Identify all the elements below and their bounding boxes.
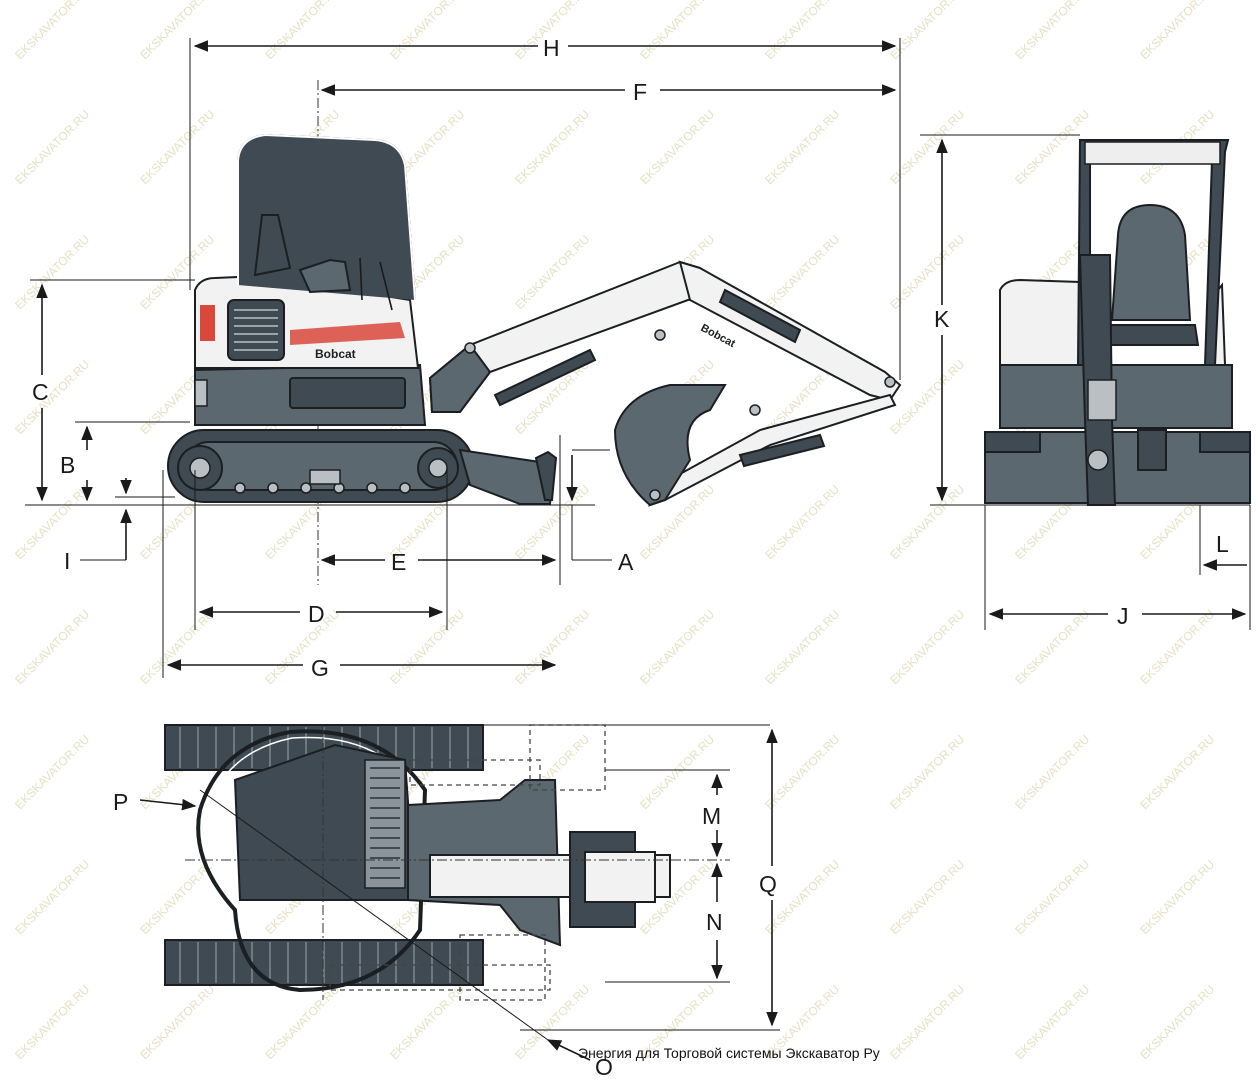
watermark-text: EKSKAVATOR.RU — [12, 0, 92, 62]
front-view: K L J — [920, 134, 1251, 630]
watermark-text: EKSKAVATOR.RU — [1137, 982, 1217, 1062]
label-q: Q — [759, 871, 777, 897]
watermark-text: EKSKAVATOR.RU — [887, 982, 967, 1062]
watermark-text: EKSKAVATOR.RU — [12, 732, 92, 812]
watermark-text: EKSKAVATOR.RU — [637, 732, 717, 812]
watermark-text: EKSKAVATOR.RU — [512, 107, 592, 187]
cab-logo: Bobcat — [315, 347, 356, 361]
watermark-text: EKSKAVATOR.RU — [12, 982, 92, 1062]
label-m: M — [702, 803, 721, 829]
watermark-text: EKSKAVATOR.RU — [762, 482, 842, 562]
label-a: A — [618, 549, 634, 575]
watermark-text: EKSKAVATOR.RU — [512, 607, 592, 687]
watermark-text: EKSKAVATOR.RU — [887, 357, 967, 437]
watermark-text: EKSKAVATOR.RU — [1012, 982, 1092, 1062]
label-p: P — [113, 789, 128, 815]
watermark-text: EKSKAVATOR.RU — [1012, 607, 1092, 687]
watermark-text: EKSKAVATOR.RU — [137, 0, 217, 62]
label-e: E — [391, 549, 406, 575]
watermark-text: EKSKAVATOR.RU — [762, 607, 842, 687]
watermark-text: EKSKAVATOR.RU — [887, 857, 967, 937]
watermark-text: EKSKAVATOR.RU — [1137, 857, 1217, 937]
label-g: G — [311, 655, 329, 681]
label-o: O — [595, 1054, 613, 1080]
watermark-text: EKSKAVATOR.RU — [387, 0, 467, 62]
watermark-text: EKSKAVATOR.RU — [12, 607, 92, 687]
watermark-text: EKSKAVATOR.RU — [512, 232, 592, 312]
watermark-text: EKSKAVATOR.RU — [887, 232, 967, 312]
red-accent-stripe — [200, 305, 215, 341]
watermark-text: EKSKAVATOR.RU — [887, 0, 967, 62]
watermark-text: EKSKAVATOR.RU — [762, 857, 842, 937]
watermark-text: EKSKAVATOR.RU — [637, 0, 717, 62]
label-c: C — [32, 379, 49, 405]
watermark-text: EKSKAVATOR.RU — [12, 357, 92, 437]
label-n: N — [706, 909, 723, 935]
label-j: J — [1117, 603, 1129, 629]
watermark-text: EKSKAVATOR.RU — [637, 607, 717, 687]
arm-logo: Bobcat — [699, 322, 738, 350]
side-dimensions — [30, 38, 901, 678]
watermark-text: EKSKAVATOR.RU — [1137, 607, 1217, 687]
watermark-text: EKSKAVATOR.RU — [887, 732, 967, 812]
watermark-text: EKSKAVATOR.RU — [762, 107, 842, 187]
operator-canopy — [237, 133, 416, 311]
label-f: F — [633, 79, 647, 105]
digging-attachment: Bobcat — [428, 260, 902, 507]
watermark-text: EKSKAVATOR.RU — [887, 607, 967, 687]
watermark-text: EKSKAVATOR.RU — [762, 0, 842, 62]
label-d: D — [308, 601, 325, 627]
watermark-text: EKSKAVATOR.RU — [1012, 857, 1092, 937]
watermark-text: EKSKAVATOR.RU — [137, 607, 217, 687]
track-assembly — [167, 429, 474, 503]
watermark-text: EKSKAVATOR.RU — [262, 982, 342, 1062]
watermark-text: EKSKAVATOR.RU — [12, 107, 92, 187]
watermark-text: EKSKAVATOR.RU — [262, 0, 342, 62]
watermark-text: EKSKAVATOR.RU — [637, 107, 717, 187]
upper-structure: Bobcat — [194, 274, 427, 426]
label-k: K — [934, 306, 950, 332]
watermark-text: EKSKAVATOR.RU — [387, 607, 467, 687]
label-b: B — [60, 452, 75, 478]
watermark-text: EKSKAVATOR.RU — [1137, 732, 1217, 812]
watermark-text: EKSKAVATOR.RU — [887, 107, 967, 187]
label-i: I — [64, 548, 70, 574]
watermark-text: EKSKAVATOR.RU — [12, 857, 92, 937]
watermark-text: EKSKAVATOR.RU — [762, 732, 842, 812]
label-h: H — [543, 35, 560, 61]
label-l: L — [1216, 531, 1229, 557]
side-view: Bobcat Bobcat — [25, 35, 902, 681]
watermark-text: EKSKAVATOR.RU — [1012, 732, 1092, 812]
front-dimensions — [920, 134, 1251, 630]
watermark-text: EKSKAVATOR.RU — [1137, 0, 1217, 62]
watermark-text: EKSKAVATOR.RU — [262, 607, 342, 687]
watermark-text: EKSKAVATOR.RU — [137, 982, 217, 1062]
top-view: P M N Q O — [113, 724, 780, 1080]
watermark-text: EKSKAVATOR.RU — [887, 482, 967, 562]
image-caption: Энергия для Торговой системы Экскаватор … — [578, 1045, 880, 1061]
top-dimensions — [139, 728, 778, 1061]
watermark-text: EKSKAVATOR.RU — [1012, 0, 1092, 62]
watermark-text: EKSKAVATOR.RU — [387, 982, 467, 1062]
watermark-text: EKSKAVATOR.RU — [137, 107, 217, 187]
watermark-text: EKSKAVATOR.RU — [12, 232, 92, 312]
watermark-text: EKSKAVATOR.RU — [762, 232, 842, 312]
dozer-blade — [458, 448, 558, 505]
watermark-text: EKSKAVATOR.RU — [12, 482, 92, 562]
